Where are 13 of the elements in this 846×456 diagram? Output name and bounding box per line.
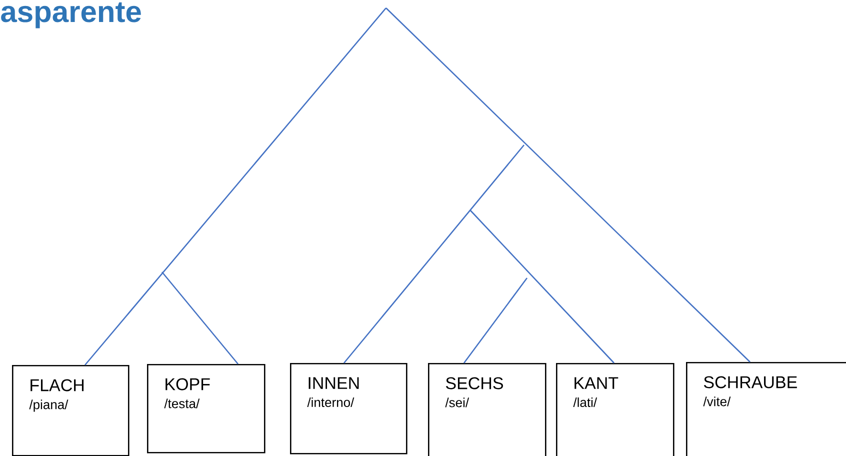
- word-box: SCHRAUBE /vite/: [686, 362, 846, 456]
- tree-branch: [344, 144, 524, 364]
- tree-branch: [463, 278, 528, 364]
- word-box: KANT /lati/: [556, 363, 674, 456]
- word-box: FLACH /piana/: [12, 365, 130, 456]
- tree-branch: [470, 210, 614, 364]
- title: asparente: [1, 2, 141, 28]
- tree-branch: [162, 272, 238, 364]
- word-box: SECHS /sei/: [428, 363, 546, 456]
- word-box: KOPF /testa/: [147, 364, 266, 454]
- tree-branch: [84, 8, 386, 366]
- tree-branch: [386, 8, 750, 362]
- word-box: INNEN /interno/: [290, 363, 408, 454]
